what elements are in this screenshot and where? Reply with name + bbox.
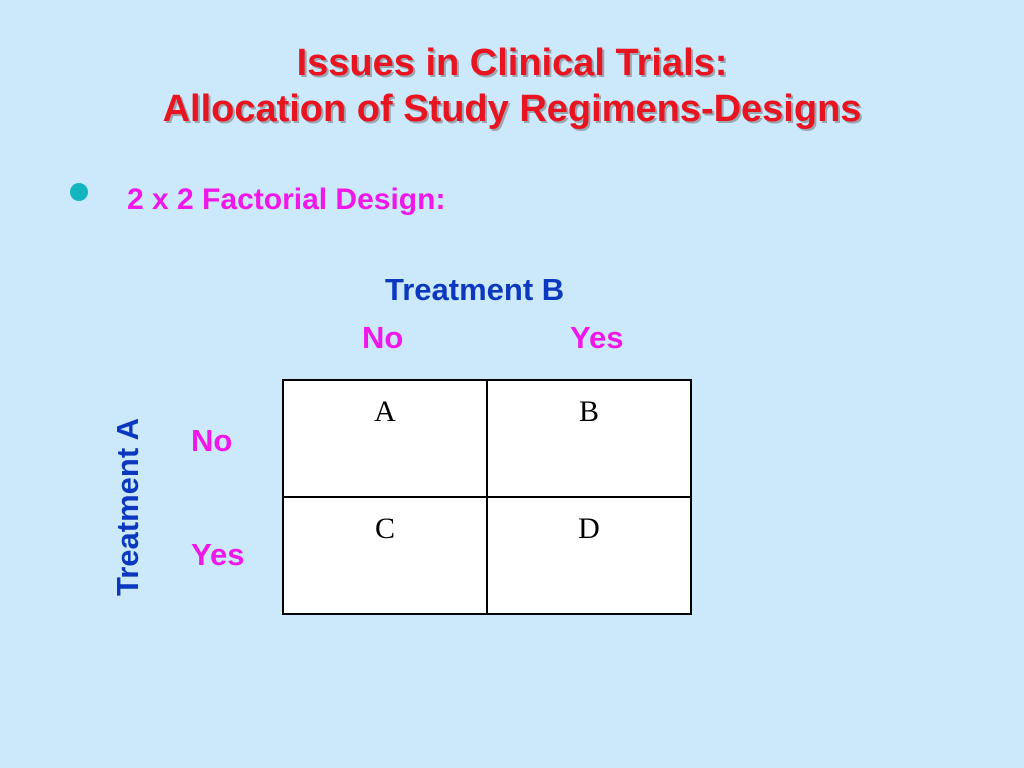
table-cell: A: [282, 379, 488, 498]
table-cell: C: [282, 496, 488, 615]
row-level-yes: Yes: [191, 537, 245, 572]
column-header: Treatment B: [385, 272, 565, 307]
slide-title-line-2: Allocation of Study Regimens-Designs: [162, 88, 862, 130]
row-level-no: No: [191, 423, 233, 458]
column-level-no: No: [362, 320, 404, 355]
factorial-table: A B C D: [282, 379, 692, 615]
bullet-text: 2 x 2 Factorial Design:: [127, 183, 446, 216]
table-cell: B: [486, 379, 692, 498]
table-cell: D: [486, 496, 692, 615]
table-row: C D: [282, 496, 692, 615]
row-header: Treatment A: [110, 417, 145, 597]
table-row: A B: [282, 379, 692, 498]
slide-title: Issues in Clinical Trials: Allocation of…: [0, 40, 1024, 132]
slide-title-line-1: Issues in Clinical Trials:: [296, 42, 728, 84]
column-level-yes: Yes: [570, 320, 624, 355]
bullet-icon: [70, 183, 88, 201]
